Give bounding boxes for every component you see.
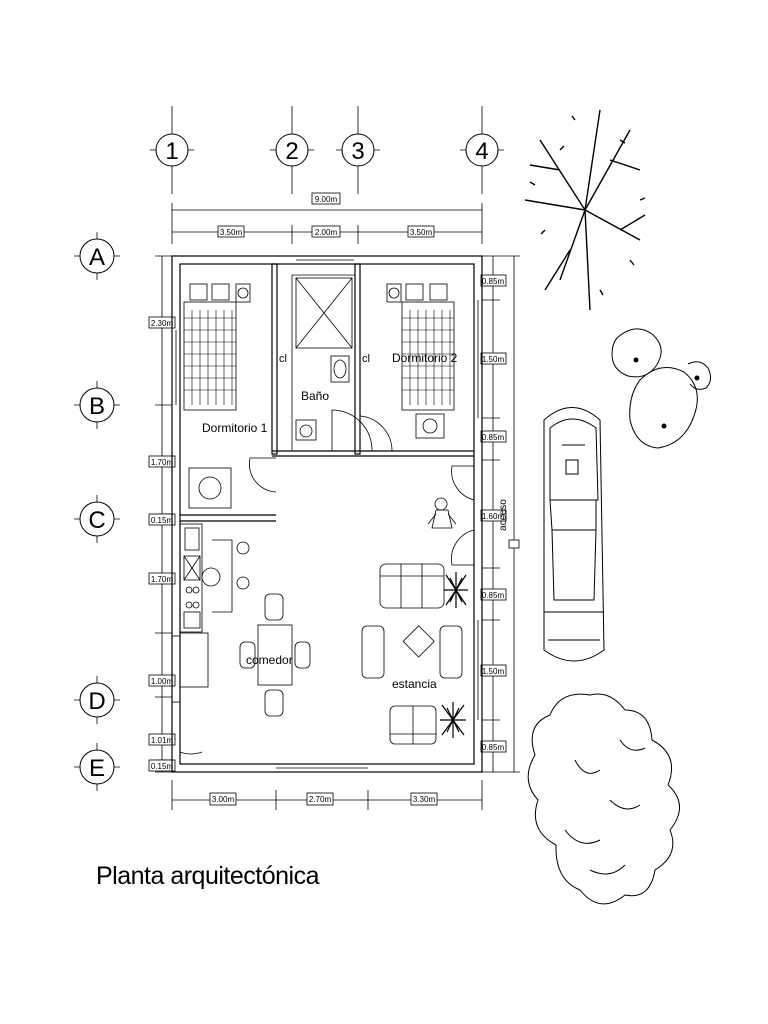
tree-icon	[524, 109, 646, 311]
left-dimensions: 2.30m 1.70m 0.15m 1.70m 1.00m 1.01m 0.15…	[148, 255, 176, 773]
dim-bottom-1: 3.00m	[212, 795, 235, 804]
person-icon	[427, 497, 457, 529]
dim-left-1: 2.30m	[151, 319, 174, 328]
room-label-bano: Baño	[301, 389, 329, 403]
dim-right-3: 0.85m	[482, 433, 505, 442]
top-dimensions: 9.00m 3.50m 2.00m 3.50m	[171, 192, 483, 244]
dim-bottom-2: 2.70m	[309, 795, 332, 804]
desk-icon	[415, 413, 445, 439]
sofa-icon	[389, 705, 437, 745]
dim-right-5: 0.85m	[482, 591, 505, 600]
access-label: acceso	[498, 499, 509, 531]
grid-row-label: A	[89, 244, 105, 271]
car-icon	[543, 407, 605, 662]
dim-left-6: 1.01m	[151, 736, 174, 745]
armchair-icon	[361, 625, 463, 679]
sink-icon	[295, 419, 317, 441]
dim-top-2: 2.00m	[315, 228, 338, 237]
interior-walls	[179, 263, 475, 755]
toilet-icon	[330, 355, 350, 383]
dim-right-6: 1.50m	[482, 667, 505, 676]
grid-column-label: 2	[285, 138, 298, 165]
coffee-table-icon	[402, 625, 435, 658]
grid-column-3: 3	[336, 106, 380, 194]
dim-top-3: 3.50m	[410, 228, 433, 237]
grid-row-label: D	[88, 688, 105, 715]
room-label-estancia: estancia	[392, 677, 437, 691]
grid-column-label: 1	[165, 138, 178, 165]
plant-icon	[440, 572, 468, 738]
right-dimensions: 0.85m 1.50m 0.85m 1.60m 0.85m 1.50m 0.85…	[480, 255, 520, 773]
bed-icon	[386, 283, 455, 411]
dim-left-3: 0.15m	[151, 516, 174, 525]
dim-left-4: 1.70m	[151, 575, 174, 584]
grid-row-label: E	[89, 755, 105, 782]
grid-row-e: E	[74, 743, 120, 791]
grid-column-2: 2	[270, 106, 314, 194]
grid-row-a: A	[74, 232, 120, 280]
dim-right-1: 0.85m	[482, 277, 505, 286]
dim-right-7: 0.85m	[482, 743, 505, 752]
grid-row-b: B	[74, 381, 120, 429]
dining-table-icon	[239, 593, 311, 717]
room-label-closet-1: cl	[279, 353, 287, 365]
tree-icon	[527, 693, 680, 905]
exterior-walls	[171, 255, 483, 773]
grid-column-label: 3	[351, 138, 364, 165]
room-label-dormitorio-2: Dormitorio 2	[392, 351, 458, 365]
grid-row-label: C	[88, 507, 105, 534]
dim-left-5: 1.00m	[151, 677, 174, 686]
grid-row-label: B	[89, 393, 105, 420]
grid-row-d: D	[74, 676, 120, 724]
room-label-comedor: comedor	[246, 653, 293, 667]
dim-right-4: 1.60m	[482, 512, 505, 521]
dim-left-2: 1.70m	[151, 458, 174, 467]
dim-left-7: 0.15m	[151, 762, 174, 771]
grid-column-1: 1	[150, 106, 194, 194]
dim-right-2: 1.50m	[482, 355, 505, 364]
tree-icon	[611, 328, 712, 449]
grid-column-label: 4	[475, 138, 488, 165]
dim-top-total: 9.00m	[315, 195, 338, 204]
dim-bottom-3: 3.30m	[413, 795, 436, 804]
room-label-closet-2: cl	[362, 353, 370, 365]
room-label-dormitorio-1: Dormitorio 1	[202, 421, 268, 435]
kitchen-counter	[171, 523, 250, 703]
sofa-icon	[379, 563, 445, 609]
grid-row-c: C	[74, 495, 120, 543]
bed-icon	[183, 283, 251, 411]
bottom-dimensions: 3.00m 2.70m 3.30m	[171, 780, 483, 810]
page-title: Planta arquitectónica	[96, 862, 319, 890]
washer-icon	[188, 467, 232, 509]
dim-top-1: 3.50m	[220, 228, 243, 237]
grid-column-4: 4	[460, 106, 504, 194]
